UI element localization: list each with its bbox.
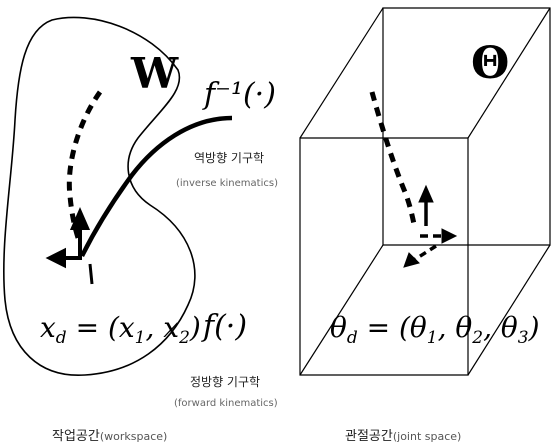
inverse-function-label: f⁻¹(·) xyxy=(202,77,276,112)
joint-space-box xyxy=(299,7,551,376)
workspace-coordinate-equation: xd = (x1, x2) xyxy=(40,311,201,348)
inverse-kinematics-curve xyxy=(79,115,233,258)
joint-space-dashed-trajectory xyxy=(369,91,417,225)
workspace-dashed-trajectory xyxy=(66,90,103,245)
joint-space-coordinate-equation: θd = (θ1, θ2, θ3) xyxy=(330,311,540,348)
inverse-kinematics-english: (inverse kinematics) xyxy=(176,178,278,189)
inverse-kinematics-korean: 역방향 기구학 xyxy=(194,151,264,165)
workspace-frame-arrows xyxy=(45,207,94,285)
forward-function-label: f(·) xyxy=(201,309,247,344)
workspace-caption: 작업공간(workspace) xyxy=(52,429,167,444)
joint-space-frame-arrows xyxy=(403,184,458,268)
joint-space-symbol: Θ xyxy=(471,38,509,89)
forward-kinematics-korean: 정방향 기구학 xyxy=(190,375,260,389)
workspace-region xyxy=(3,16,196,376)
workspace-symbol: W xyxy=(130,49,179,98)
forward-kinematics-english: (forward kinematics) xyxy=(174,398,278,409)
joint-space-caption: 관절공간(joint space) xyxy=(345,429,461,444)
